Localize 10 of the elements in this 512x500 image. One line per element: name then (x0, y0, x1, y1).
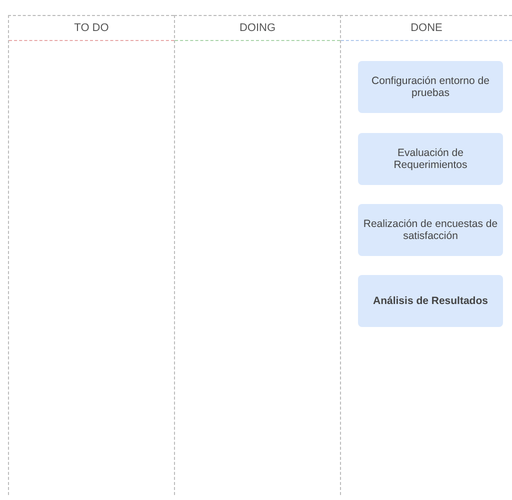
task-card: Configuración entorno de pruebas (358, 61, 503, 113)
kanban-column (340, 15, 512, 495)
task-card: Evaluación de Requerimientos (358, 133, 503, 185)
column-header: DOING (175, 16, 340, 41)
kanban-column (174, 15, 340, 495)
column-header: TO DO (9, 16, 174, 41)
column-header: DONE (341, 16, 512, 41)
kanban-column (8, 15, 174, 495)
task-card: Análisis de Resultados (358, 275, 503, 327)
task-card: Realización de encuestas de satisfacción (358, 204, 503, 256)
